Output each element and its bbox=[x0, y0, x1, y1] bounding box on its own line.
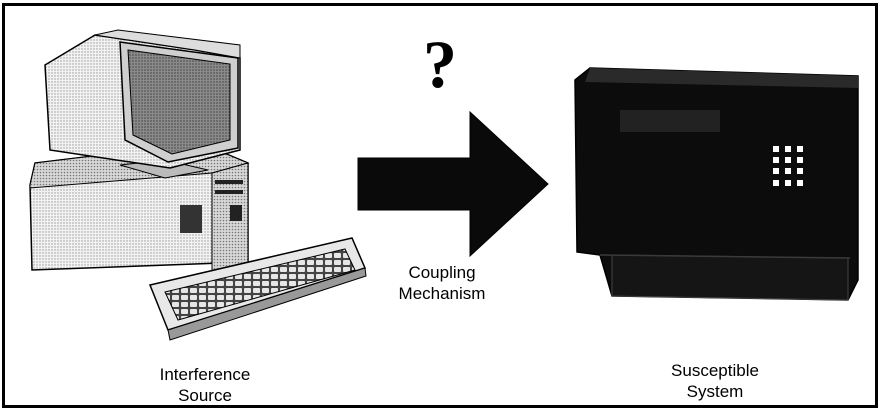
coupling-label-line1: Coupling bbox=[408, 263, 476, 282]
susceptible-system-label: Susceptible System bbox=[655, 360, 775, 402]
coupling-mechanism-label: Coupling Mechanism bbox=[392, 262, 492, 304]
question-mark: ? bbox=[423, 26, 457, 102]
source-label-line2: Source bbox=[178, 386, 232, 405]
coupling-label-line2: Mechanism bbox=[398, 284, 486, 303]
computer-icon bbox=[29, 29, 250, 273]
keyboard-icon bbox=[148, 237, 367, 341]
system-label-line1: Susceptible bbox=[671, 361, 759, 380]
arrow-icon bbox=[357, 110, 549, 258]
source-label-line1: Interference bbox=[159, 365, 251, 384]
interference-source-label: Interference Source bbox=[140, 364, 270, 406]
system-label-line2: System bbox=[686, 382, 744, 401]
equipment-cabinet-icon bbox=[574, 67, 859, 301]
